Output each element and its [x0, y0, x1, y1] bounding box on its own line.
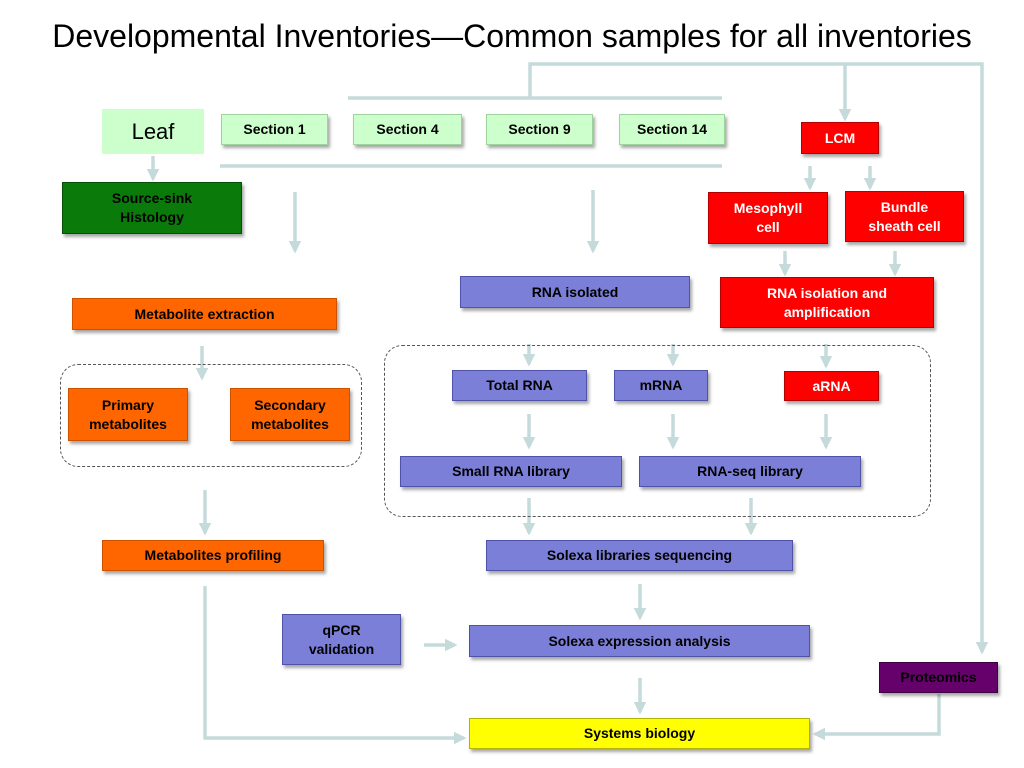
- rna-isolated-label: RNA isolated: [531, 283, 619, 300]
- lcm-label: LCM: [824, 129, 856, 146]
- histology-label: Histology: [120, 209, 184, 225]
- metabolites-group-frame: [60, 364, 362, 467]
- rna-seq-library-label: RNA-seq library: [697, 463, 803, 479]
- leaf-node: Leaf: [102, 109, 204, 154]
- systems-biology-label: Systems biology: [583, 725, 696, 741]
- rna-isolation-amplification-node: RNA isolation and amplification: [720, 277, 934, 328]
- primary-label: Primary: [101, 396, 155, 413]
- systems-biology-node: Systems biology: [469, 718, 810, 749]
- section-1-node: Section 1: [221, 114, 328, 145]
- rna-isolated-node: RNA isolated: [460, 276, 690, 308]
- mesophyll-cell-label: cell: [756, 219, 780, 235]
- solexa-sequencing-node: Solexa libraries sequencing: [486, 540, 793, 571]
- metabolite-extraction-node: Metabolite extraction: [72, 298, 337, 330]
- amplification-label: amplification: [783, 303, 871, 320]
- total-rna-node: Total RNA: [452, 370, 587, 401]
- mrna-label: mRNA: [639, 377, 683, 393]
- primary-metabolites-node: Primary metabolites: [68, 388, 188, 441]
- rna-libraries-group-frame: [384, 345, 931, 517]
- mesophyll-cell-node: Mesophyll cell: [708, 192, 828, 244]
- secondary-metabolites-label: metabolites: [251, 415, 329, 432]
- leaf-label: Leaf: [131, 119, 175, 144]
- metabolite-extraction-label: Metabolite extraction: [134, 305, 275, 322]
- bundle-label: Bundle: [880, 198, 929, 215]
- secondary-label: Secondary: [254, 396, 326, 413]
- solexa-expression-label: Solexa expression analysis: [548, 632, 731, 649]
- metabolites-profiling-label: Metabolites profiling: [144, 547, 282, 563]
- validation-label: validation: [308, 640, 375, 657]
- rna-isolation-label: RNA isolation and: [766, 284, 888, 301]
- section-1-label: Section 1: [243, 121, 306, 137]
- section-14-label: Section 14: [636, 121, 708, 137]
- solexa-sequencing-label: Solexa libraries sequencing: [546, 547, 733, 563]
- proteomics-label: Proteomics: [900, 669, 977, 685]
- arna-node: aRNA: [784, 371, 879, 401]
- source-sink-histology-node: Source-sink Histology: [62, 182, 242, 234]
- primary-metabolites-label: metabolites: [89, 415, 167, 432]
- section-14-node: Section 14: [619, 114, 725, 145]
- qpcr-validation-node: qPCR validation: [282, 614, 401, 665]
- metabolites-profiling-node: Metabolites profiling: [102, 540, 324, 571]
- mesophyll-label: Mesophyll: [733, 200, 803, 216]
- qpcr-label: qPCR: [322, 621, 361, 638]
- section-4-label: Section 4: [376, 121, 439, 137]
- secondary-metabolites-node: Secondary metabolites: [230, 388, 350, 441]
- mrna-node: mRNA: [614, 370, 708, 401]
- small-rna-library-label: Small RNA library: [452, 463, 570, 479]
- total-rna-label: Total RNA: [486, 377, 553, 393]
- solexa-expression-node: Solexa expression analysis: [469, 625, 810, 657]
- arna-label: aRNA: [812, 377, 851, 394]
- sheath-cell-label: sheath cell: [868, 217, 941, 234]
- proteomics-node: Proteomics: [879, 662, 998, 693]
- section-9-node: Section 9: [486, 114, 593, 145]
- lcm-node: LCM: [801, 122, 879, 154]
- bundle-sheath-cell-node: Bundle sheath cell: [845, 191, 964, 242]
- small-rna-library-node: Small RNA library: [400, 456, 622, 487]
- rna-seq-library-node: RNA-seq library: [639, 456, 861, 487]
- section-9-label: Section 9: [508, 121, 571, 137]
- slide-title: Developmental Inventories—Common samples…: [52, 18, 972, 54]
- source-sink-label: Source-sink: [111, 190, 193, 206]
- section-4-node: Section 4: [353, 114, 462, 145]
